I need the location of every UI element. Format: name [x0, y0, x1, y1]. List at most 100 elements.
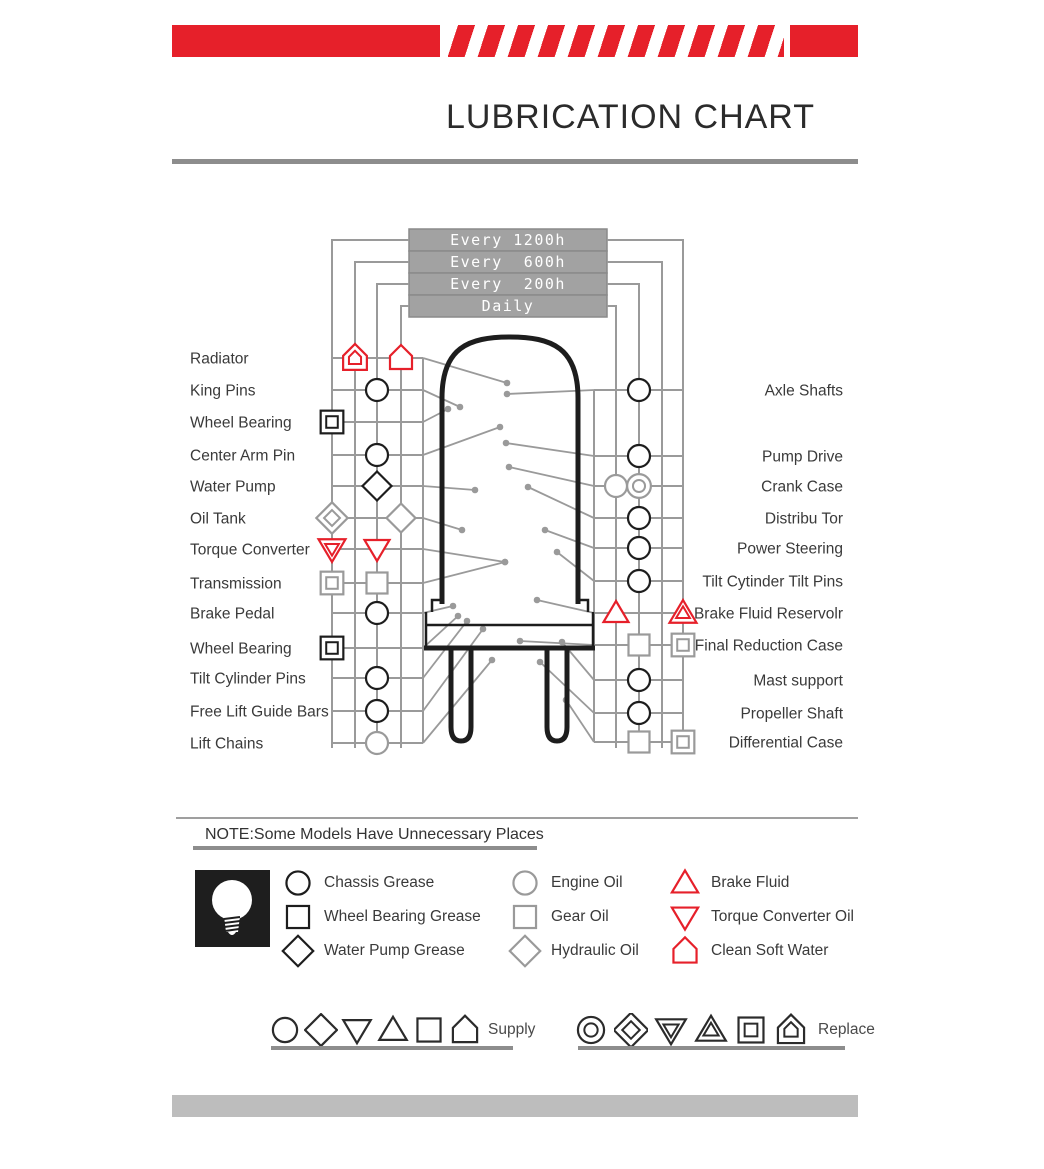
key-symbol-circle — [271, 1016, 299, 1044]
legend-item: Brake Fluid — [668, 866, 854, 900]
symbol-circle — [364, 665, 390, 691]
leader-line — [422, 357, 508, 384]
machine-outline — [424, 334, 595, 744]
symbol-circle — [603, 473, 629, 499]
leader-line — [422, 561, 506, 584]
schedule-header-label: Daily — [482, 297, 535, 315]
machine-right-leg — [544, 646, 570, 744]
symbol-circle — [364, 730, 390, 756]
legend-label: Chassis Grease — [324, 874, 435, 891]
key-symbol-circle — [576, 1015, 606, 1045]
symbol-circle — [626, 667, 652, 693]
note-underline — [193, 846, 537, 850]
symbol-house — [776, 1013, 806, 1045]
legend-label: Wheel Bearing Grease — [324, 908, 481, 925]
symbol-triangle-up — [601, 598, 631, 624]
key-symbol-triangle-up — [694, 1013, 728, 1042]
replace-symbol-row: Replace — [574, 1013, 875, 1047]
symbol-triangle-down — [316, 538, 348, 565]
key-symbol-house — [451, 1014, 479, 1044]
symbol-triangle-up — [694, 1013, 728, 1042]
leader-dot — [463, 617, 471, 625]
symbol-square — [512, 904, 538, 930]
leader-dot — [502, 439, 510, 447]
leader-dot — [533, 596, 541, 604]
leader-dot — [458, 526, 466, 534]
symbol-diamond — [614, 1013, 648, 1047]
symbol-house — [672, 935, 698, 964]
replace-symbols — [574, 1013, 808, 1047]
wheel-bearing-grease-symbol — [281, 900, 315, 934]
symbol-square — [670, 729, 696, 755]
leader-line — [527, 486, 595, 519]
schedule-header-label: Every 200h — [450, 275, 566, 293]
machine-left-leg — [448, 646, 474, 744]
bulb-glyph — [212, 880, 252, 935]
engine-oil-symbol — [508, 866, 542, 900]
right-row-label: Final Reduction Case — [695, 638, 843, 655]
right-row-label: Tilt Cytinder Tilt Pins — [702, 574, 843, 591]
legend-symbol-svg — [508, 934, 542, 968]
supply-symbols — [268, 1013, 482, 1047]
symbol-circle — [364, 698, 390, 724]
leader-dot — [536, 658, 544, 666]
symbol-triangle-up — [701, 1020, 721, 1037]
symbol-square — [319, 409, 345, 435]
leader-dot — [558, 638, 566, 646]
right-row-label: Differential Case — [729, 735, 843, 752]
water-pump-grease-symbol — [281, 934, 315, 968]
leader-dot — [454, 612, 462, 620]
page-title: LUBRICATION CHART — [446, 98, 816, 136]
leader-dot — [541, 526, 549, 534]
left-row-label: King Pins — [190, 383, 256, 400]
legend-item: Hydraulic Oil — [508, 934, 639, 968]
symbol-square — [325, 415, 339, 429]
note-top-divider — [176, 817, 858, 819]
leader-dot — [503, 379, 511, 387]
key-symbol-triangle-down — [654, 1018, 688, 1047]
symbol-square — [319, 635, 345, 661]
symbol-circle — [631, 478, 647, 494]
leader-line — [506, 389, 595, 395]
supply-symbol-row: Supply — [268, 1013, 535, 1047]
symbol-diamond — [508, 934, 542, 968]
machine-step — [430, 598, 590, 612]
symbol-diamond — [314, 500, 350, 536]
leader-dot — [456, 403, 464, 411]
symbol-circle — [626, 535, 652, 561]
legend-label: Clean Soft Water — [711, 942, 829, 959]
left-row-label: Tilt Cylinder Pins — [190, 671, 306, 688]
leader-line — [422, 426, 501, 456]
leader-line — [422, 615, 459, 649]
symbol-triangle-up — [669, 868, 701, 894]
symbol-square — [325, 641, 339, 655]
legend-column-fluids: Brake Fluid Torque Converter Oil Clean S… — [668, 866, 854, 968]
bracket-right — [607, 305, 617, 748]
right-row-label: Power Steering — [737, 541, 843, 558]
leader-dot — [505, 463, 513, 471]
legend-label: Gear Oil — [551, 908, 609, 925]
symbol-square — [416, 1017, 442, 1043]
right-row-label: Axle Shafts — [765, 383, 844, 400]
symbol-circle — [364, 442, 390, 468]
left-row-label: Free Lift Guide Bars — [190, 704, 329, 721]
supply-underline — [271, 1046, 513, 1050]
title-divider — [172, 159, 858, 164]
machine-base-plate — [424, 612, 595, 648]
left-row-label: Wheel Bearing — [190, 641, 292, 658]
right-row-label: Propeller Shaft — [740, 706, 843, 723]
symbol-circle — [626, 443, 652, 469]
symbol-triangle-up — [377, 1014, 409, 1041]
replace-label: Replace — [818, 1021, 875, 1038]
symbol-square — [285, 904, 311, 930]
bracket-left — [400, 305, 409, 748]
legend-item: Gear Oil — [508, 900, 639, 934]
symbol-triangle-up — [674, 604, 692, 619]
leader-line — [544, 529, 595, 549]
schedule-grid — [331, 228, 684, 748]
left-row-label: Wheel Bearing — [190, 415, 292, 432]
supply-label: Supply — [488, 1021, 536, 1038]
note-text: NOTE:Some Models Have Unnecessary Places — [205, 826, 544, 843]
